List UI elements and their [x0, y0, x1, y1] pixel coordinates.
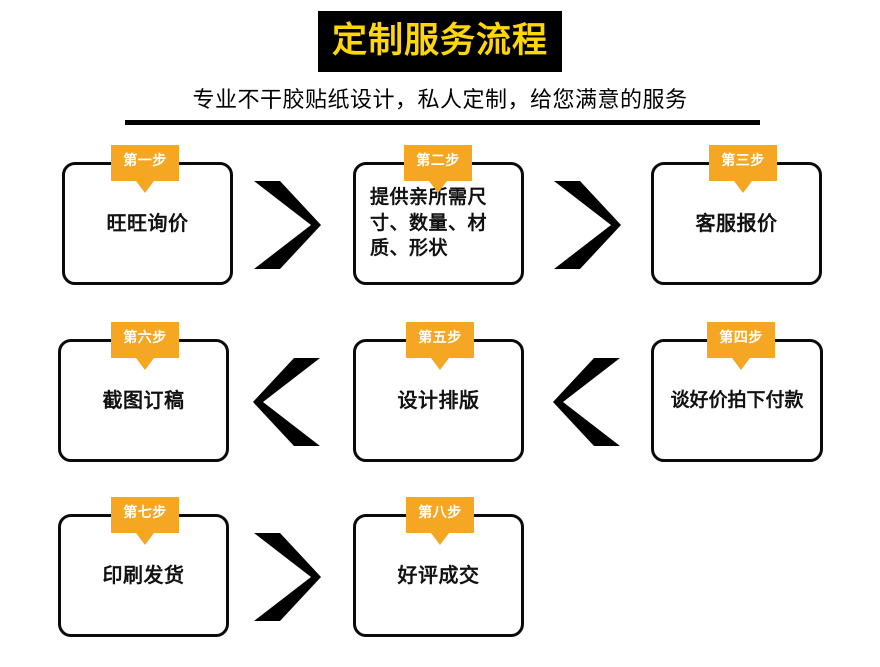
step-label-5: 设计排版 [397, 388, 480, 413]
step-tab-8: 第八步 [406, 497, 474, 545]
step-label-1: 旺旺询价 [106, 211, 189, 236]
tab-notch-icon [732, 358, 750, 370]
step-tab-label-5: 第五步 [418, 330, 462, 346]
chevron-right-icon [248, 181, 326, 269]
step-tab-label-1: 第一步 [123, 153, 167, 169]
tab-notch-icon [431, 358, 449, 370]
step-label-4: 谈好价拍下付款 [670, 388, 804, 411]
header-divider [125, 120, 760, 125]
page-title: 定制服务流程 [331, 21, 548, 61]
chevron-right-icon [248, 533, 326, 621]
step-card-8[interactable]: 好评成交 [353, 514, 524, 637]
tab-notch-icon [136, 358, 154, 370]
flow-row-2: 截图订稿 第六步 设计排版 第五步 谈好价拍下付款 第四步 [0, 322, 880, 492]
step-tab-label-2: 第二步 [416, 153, 460, 169]
flow-row-1: 旺旺询价 第一步 提供亲所需尺寸、数量、材质、形状 第二步 客服报价 第 [0, 145, 880, 315]
step-label-8: 好评成交 [397, 563, 480, 588]
title-banner: 定制服务流程 [318, 11, 562, 72]
step-tab-label-4: 第四步 [719, 330, 763, 346]
chevron-right-icon [548, 181, 626, 269]
step-tab-3: 第三步 [709, 145, 777, 193]
step-tab-2: 第二步 [404, 145, 472, 193]
page-header: 定制服务流程 专业不干胶贴纸设计，私人定制，给您满意的服务 [0, 0, 880, 140]
tab-notch-icon [431, 533, 449, 545]
tab-notch-icon [136, 181, 154, 193]
step-label-6: 截图订稿 [102, 388, 185, 413]
step-tab-1: 第一步 [111, 145, 179, 193]
step-tab-7: 第七步 [111, 497, 179, 545]
step-label-3: 客服报价 [695, 211, 778, 236]
flow-row-3: 印刷发货 第七步 好评成交 第八步 [0, 497, 880, 667]
chevron-left-icon [548, 358, 626, 446]
step-label-2: 提供亲所需尺寸、数量、材质、形状 [370, 186, 488, 260]
step-tab-label-3: 第三步 [721, 153, 765, 169]
step-label-7: 印刷发货 [102, 563, 185, 588]
step-tab-4: 第四步 [707, 322, 775, 370]
tab-notch-icon [429, 181, 447, 193]
step-tab-label-7: 第七步 [123, 505, 167, 521]
tab-notch-icon [136, 533, 154, 545]
step-tab-5: 第五步 [406, 322, 474, 370]
page-subtitle: 专业不干胶贴纸设计，私人定制，给您满意的服务 [192, 88, 688, 113]
step-tab-6: 第六步 [111, 322, 179, 370]
tab-notch-icon [734, 181, 752, 193]
chevron-left-icon [248, 358, 326, 446]
step-tab-label-8: 第八步 [418, 505, 462, 521]
step-tab-label-6: 第六步 [123, 330, 167, 346]
